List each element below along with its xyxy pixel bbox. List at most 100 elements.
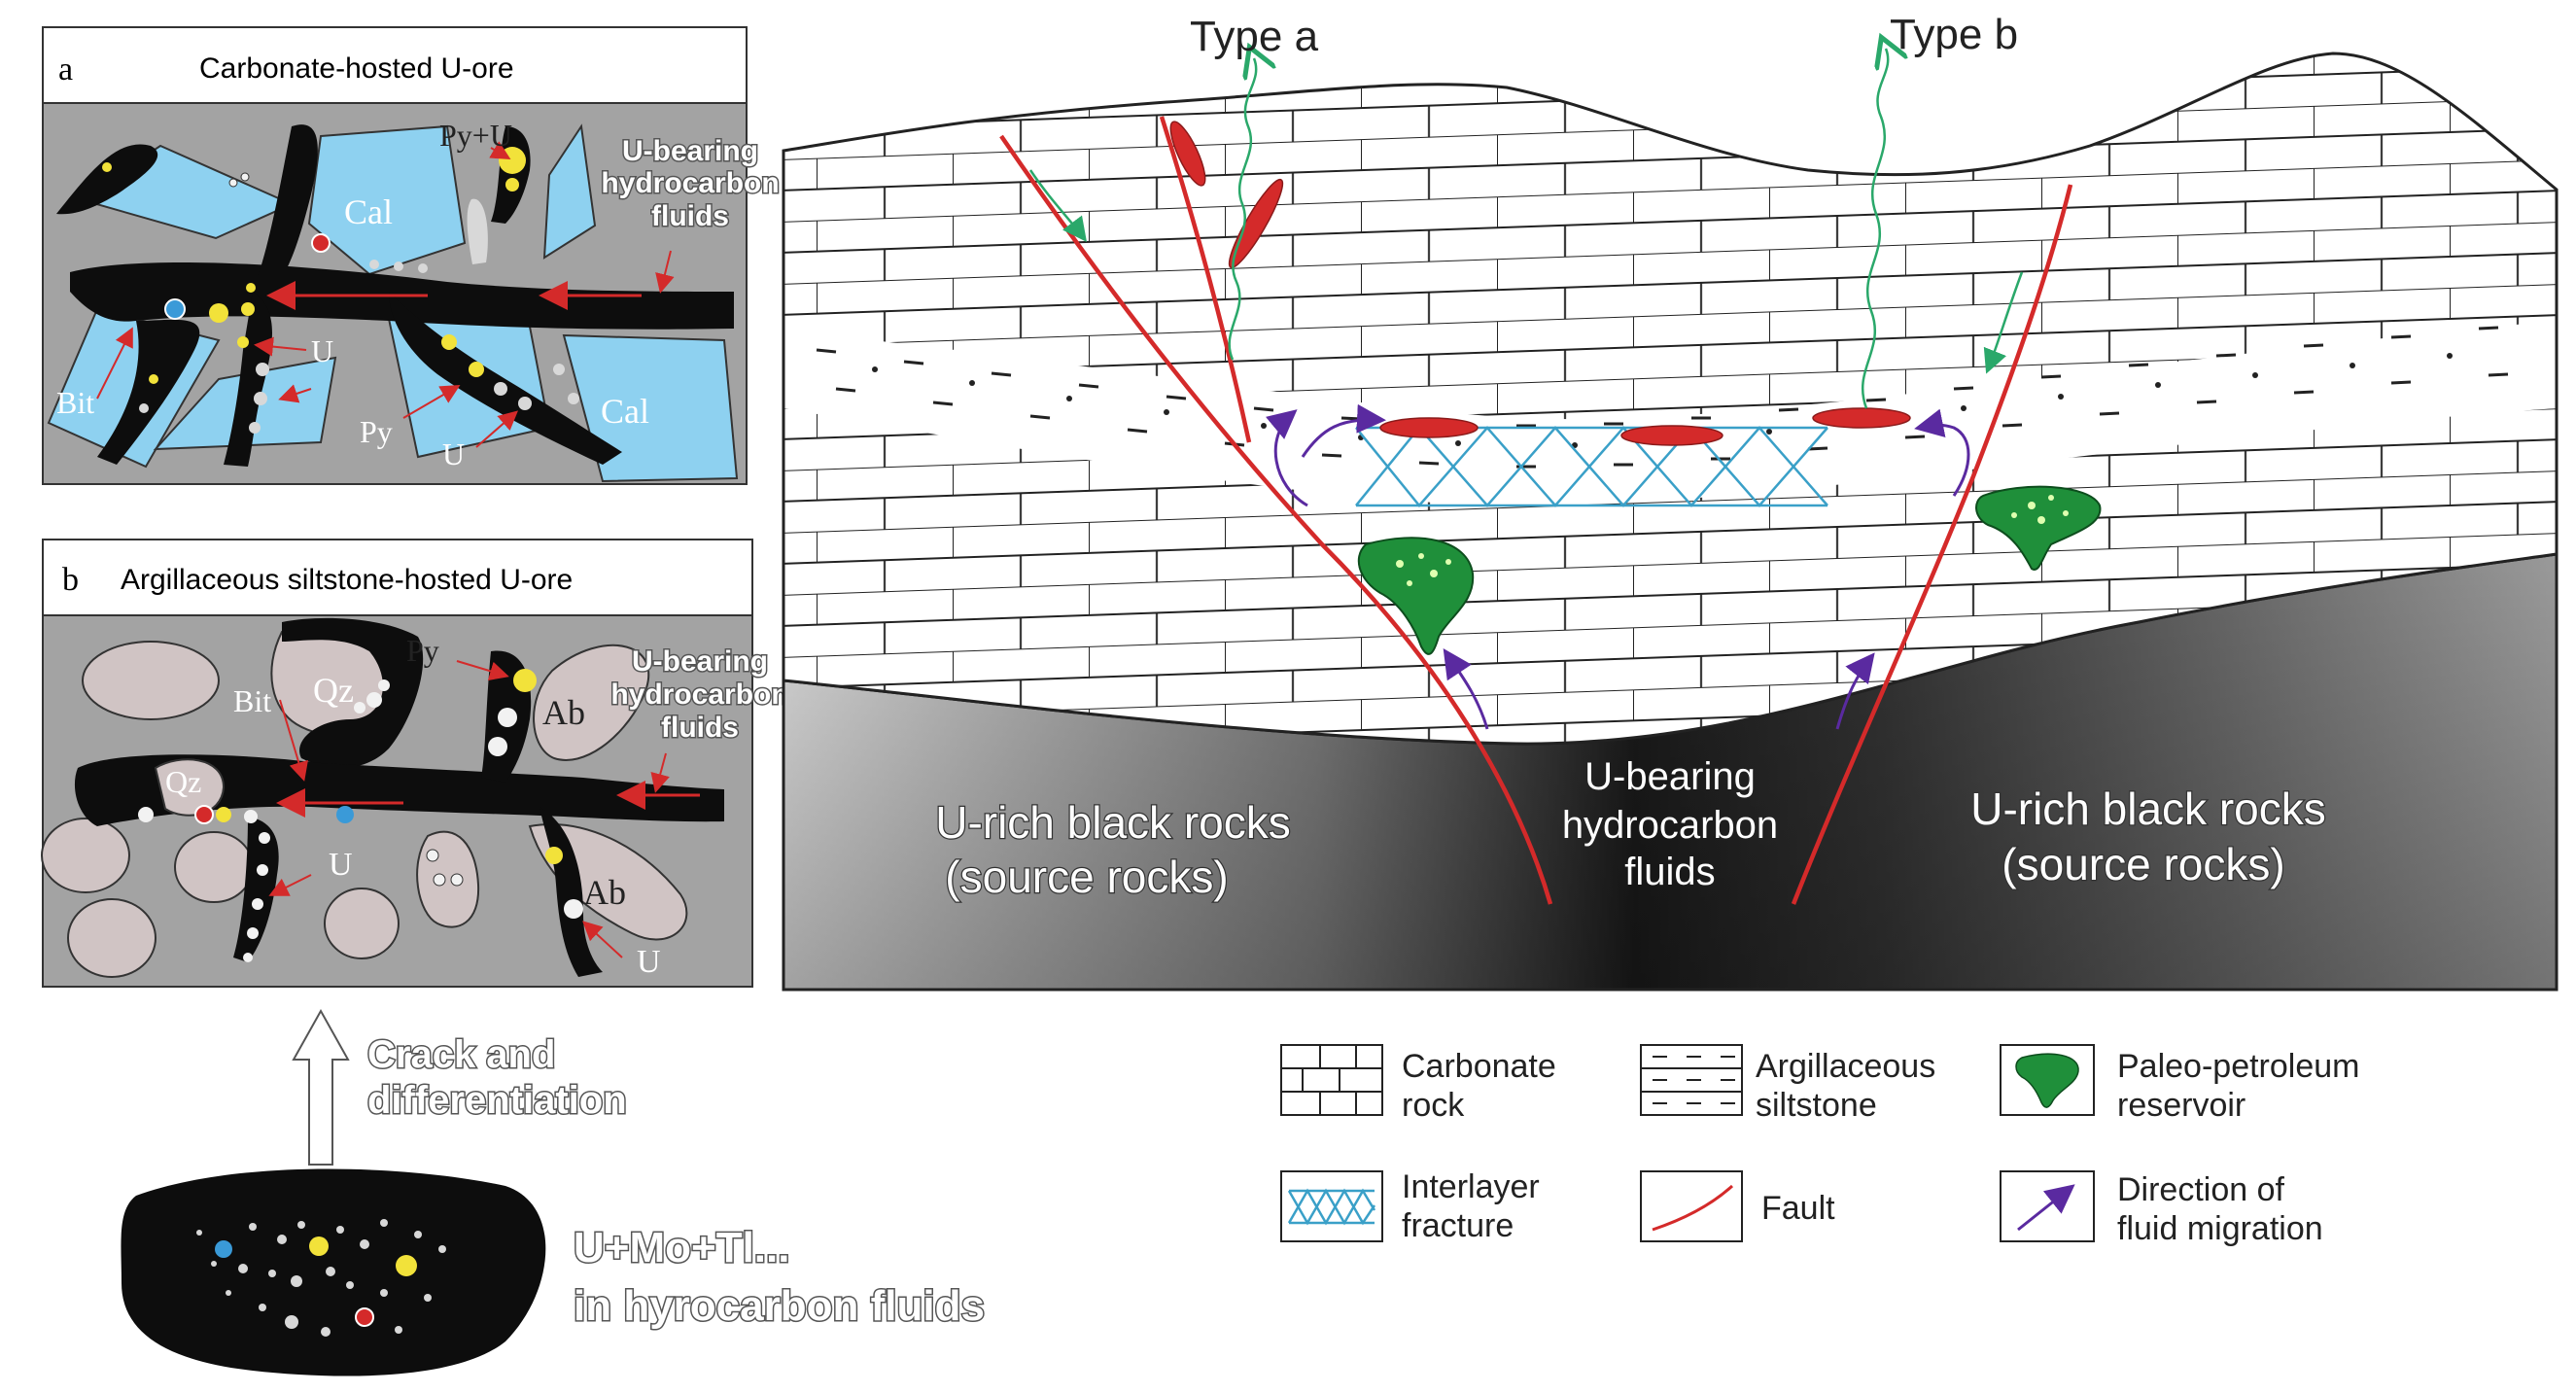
red-grain: [195, 806, 213, 823]
label-albite: Ab: [583, 873, 626, 912]
pyrite-grain: [229, 179, 237, 187]
crack-label-line2: differentiation: [367, 1079, 627, 1122]
uraninite-grain: [209, 303, 228, 323]
grain: [268, 1270, 276, 1277]
pyrite-grain: [378, 679, 390, 691]
pyrite-grain: [354, 702, 366, 714]
grain: [285, 1315, 298, 1329]
label-bitumen: Bit: [233, 683, 271, 718]
blue-grain: [165, 299, 185, 319]
legend-reservoir-line1: Paleo-petroleum: [2117, 1048, 2359, 1085]
blue-grain: [336, 806, 354, 823]
grain: [360, 1239, 369, 1249]
center-fluid-line3: fluids: [1624, 851, 1715, 893]
uraninite-grain: [469, 362, 484, 377]
type-a-label: Type a: [1190, 13, 1319, 60]
grain: [259, 1304, 266, 1311]
uraninite-grain: [396, 1255, 417, 1276]
source-left-line2: (source rocks): [945, 852, 1228, 902]
grain: [438, 1245, 446, 1253]
source-right-line2: (source rocks): [2002, 839, 2284, 889]
panel-a-letter: a: [58, 52, 73, 87]
legend-carbonate: Carbonate rock: [1281, 1045, 1556, 1124]
grain: [518, 397, 532, 410]
grain: [243, 953, 253, 962]
carbonate-swatch: [1281, 1045, 1382, 1115]
fluid-elements-line1: U+Mo+Tl...: [574, 1224, 789, 1271]
pyrite-grain: [488, 737, 507, 756]
uraninite-grain: [149, 374, 158, 384]
blue-grain: [215, 1240, 232, 1258]
grain: [451, 874, 463, 886]
grain: [277, 1235, 287, 1244]
uraninite-grain: [237, 336, 249, 348]
grain: [249, 422, 261, 434]
label-py-u: Py+U: [439, 118, 512, 153]
label-uraninite: U: [311, 333, 333, 368]
legend-carbonate-line2: rock: [1402, 1087, 1465, 1124]
grain: [553, 364, 565, 375]
label-bitumen: Bit: [56, 385, 94, 420]
panel-a: a Carbonate-hosted U-ore: [43, 27, 780, 484]
uraninite-grain: [545, 847, 563, 864]
label-uraninite: U: [637, 944, 661, 980]
grain: [346, 1281, 354, 1289]
type-b-label: Type b: [1890, 11, 2018, 58]
center-fluid-line1: U-bearing: [1584, 755, 1756, 798]
grain: [252, 898, 263, 910]
panel-b: b Argillaceous siltstone-hosted U-ore: [42, 540, 789, 987]
up-arrow-icon: [294, 1011, 348, 1165]
grain: [138, 807, 154, 822]
grain: [414, 1231, 422, 1238]
grain: [380, 1289, 388, 1297]
legend-siltstone: Argillaceous siltstone: [1641, 1045, 1935, 1124]
legend-fracture: Interlayer fracture: [1281, 1168, 1540, 1244]
legend-fault: Fault: [1641, 1171, 1835, 1241]
pyrite-grain: [241, 173, 249, 181]
clast: [42, 818, 129, 892]
legend-siltstone-line1: Argillaceous: [1756, 1048, 1935, 1085]
legend-migration-line1: Direction of: [2117, 1171, 2285, 1208]
red-grain: [312, 234, 330, 252]
pyrite-grain: [498, 708, 517, 727]
grain: [568, 393, 579, 404]
grain: [336, 1226, 344, 1234]
legend-reservoir: Paleo-petroleum reservoir: [2001, 1045, 2359, 1124]
grain: [247, 927, 259, 939]
cross-section: Type a Type b U-rich black rocks (source…: [783, 11, 2557, 990]
label-pyrite: Py: [360, 414, 393, 449]
label-fluids-line1: U-bearing: [632, 645, 768, 678]
label-fluids-line3: fluids: [651, 200, 729, 232]
red-grain: [356, 1308, 373, 1326]
grain: [254, 392, 267, 405]
grain: [326, 1267, 335, 1276]
clast: [83, 642, 219, 719]
grain: [196, 1230, 202, 1236]
grain: [211, 1261, 217, 1267]
source-left-line1: U-rich black rocks: [935, 797, 1291, 848]
grain: [297, 1221, 305, 1229]
uraninite-grain: [441, 334, 457, 350]
label-uraninite: U: [442, 436, 465, 471]
label-uraninite: U: [329, 847, 353, 883]
crack-label-line1: Crack and: [367, 1033, 555, 1076]
legend-siltstone-line2: siltstone: [1756, 1087, 1877, 1124]
grain: [257, 864, 268, 876]
pyrite-grain: [366, 692, 382, 708]
grain: [256, 363, 269, 376]
grain: [139, 403, 149, 413]
legend: Carbonate rock Argillaceous siltstone Pa…: [1281, 1045, 2359, 1247]
center-fluid-line2: hydrocarbon: [1562, 804, 1778, 847]
grain: [226, 1290, 231, 1296]
uraninite-grain: [216, 807, 231, 822]
grain: [244, 810, 258, 823]
grain: [494, 382, 507, 396]
grain: [238, 1264, 248, 1273]
clast: [68, 899, 156, 977]
fracture-swatch: [1281, 1171, 1382, 1241]
fault-swatch: [1641, 1171, 1742, 1241]
legend-carbonate-line1: Carbonate: [1402, 1048, 1556, 1085]
legend-migration-line2: fluid migration: [2117, 1210, 2323, 1247]
